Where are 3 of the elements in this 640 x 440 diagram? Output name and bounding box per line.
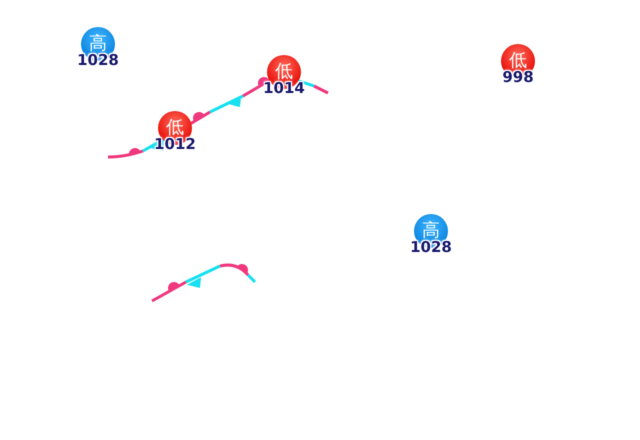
- pressure-value: 1014: [263, 80, 305, 96]
- pressure-value: 1028: [77, 52, 119, 68]
- pressure-value: 1028: [410, 239, 452, 255]
